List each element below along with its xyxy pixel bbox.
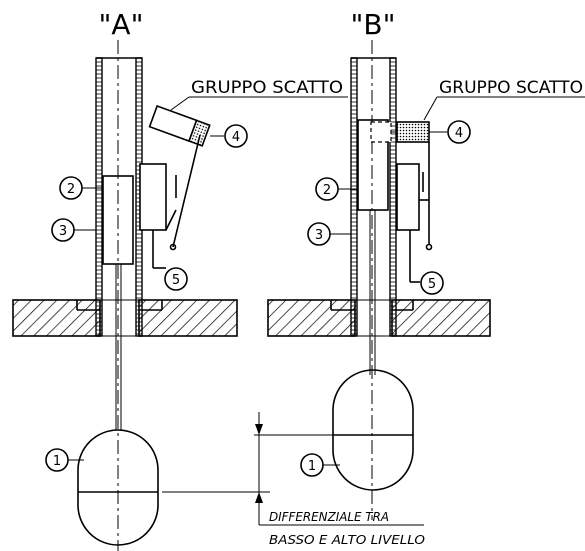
flange-b	[267, 299, 491, 337]
trip-group-label-b: GRUPPO SCATTO	[439, 78, 583, 98]
svg-text:4: 4	[455, 126, 463, 141]
svg-text:5: 5	[428, 277, 436, 292]
svg-text:1: 1	[308, 459, 316, 474]
trip-group-a	[148, 105, 211, 147]
tube-b	[350, 57, 397, 337]
callout-a-3: 3	[51, 218, 96, 242]
view-b: "B"	[267, 8, 585, 520]
callout-b-4: 4	[429, 120, 471, 144]
svg-text:2: 2	[323, 183, 331, 198]
flange-a	[12, 299, 238, 337]
label-b: "B"	[351, 8, 396, 41]
float-b	[332, 369, 414, 491]
callout-a-2: 2	[59, 176, 103, 200]
callout-a-4: 4	[210, 124, 248, 148]
callout-b-3: 3	[307, 222, 351, 246]
svg-text:2: 2	[67, 182, 75, 197]
view-a: "A"	[12, 8, 348, 551]
svg-text:3: 3	[59, 224, 67, 239]
label-a: "A"	[99, 8, 144, 41]
switch-body-a	[139, 163, 167, 231]
svg-text:5: 5	[172, 273, 180, 288]
svg-text:4: 4	[232, 130, 240, 145]
float-a	[77, 429, 159, 546]
callout-a-1: 1	[45, 448, 84, 472]
svg-text:1: 1	[53, 454, 61, 469]
differential-label-line1: DIFFERENZIALE TRA	[269, 510, 389, 524]
trip-group-b	[370, 121, 430, 143]
svg-text:3: 3	[315, 228, 323, 243]
differential-dimension: DIFFERENZIALE TRA BASSO E ALTO LIVELLO	[162, 412, 425, 547]
switch-body-b	[396, 163, 420, 231]
callout-a-5: 5	[164, 267, 188, 291]
trip-group-label-a: GRUPPO SCATTO	[191, 78, 343, 98]
callout-b-1: 1	[300, 453, 340, 477]
callout-b-2: 2	[315, 177, 358, 201]
differential-label-line2: BASSO E ALTO LIVELLO	[269, 533, 425, 547]
callout-b-5: 5	[420, 271, 444, 295]
